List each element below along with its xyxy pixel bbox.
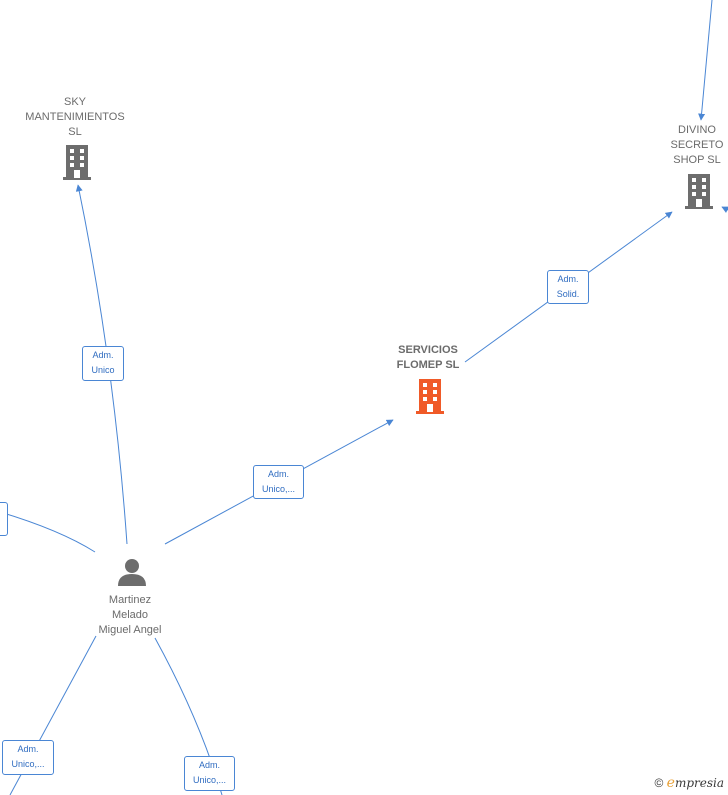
edge-right-to-divino bbox=[721, 206, 728, 213]
person-icon[interactable] bbox=[117, 557, 147, 592]
copyright-symbol: © bbox=[654, 776, 664, 790]
edge-badge-bottom-mid[interactable]: Adm. Unico,... bbox=[184, 756, 235, 791]
edge-left-to-person bbox=[0, 511, 96, 553]
brand-name: mpresia bbox=[674, 776, 724, 790]
building-icon[interactable] bbox=[684, 173, 714, 214]
node-label-servicios: SERVICIOS FLOMEP SL bbox=[396, 344, 460, 371]
edge-badge-divino[interactable]: Adm. Solid. bbox=[547, 270, 589, 304]
node-label-divino: DIVINO SECRETO SHOP SL bbox=[670, 124, 724, 166]
edge-badge-bottom-left[interactable]: Adm. Unico,... bbox=[2, 740, 54, 775]
empresia-logo: © empresia bbox=[654, 775, 724, 791]
edge-badge-servicios[interactable]: Adm. Unico,... bbox=[253, 465, 304, 499]
building-icon[interactable] bbox=[415, 378, 445, 419]
node-label-sky: SKY MANTENIMIENTOS SL bbox=[25, 96, 125, 138]
node-label-person: Martinez Melado Miguel Angel bbox=[98, 594, 162, 636]
edge-badge-sky[interactable]: Adm. Unico bbox=[82, 346, 124, 381]
brand-initial: e bbox=[666, 775, 675, 791]
building-icon[interactable] bbox=[62, 144, 92, 185]
edge-badge-left-cropped[interactable] bbox=[0, 502, 8, 536]
edge-top-to-divino bbox=[698, 0, 713, 121]
